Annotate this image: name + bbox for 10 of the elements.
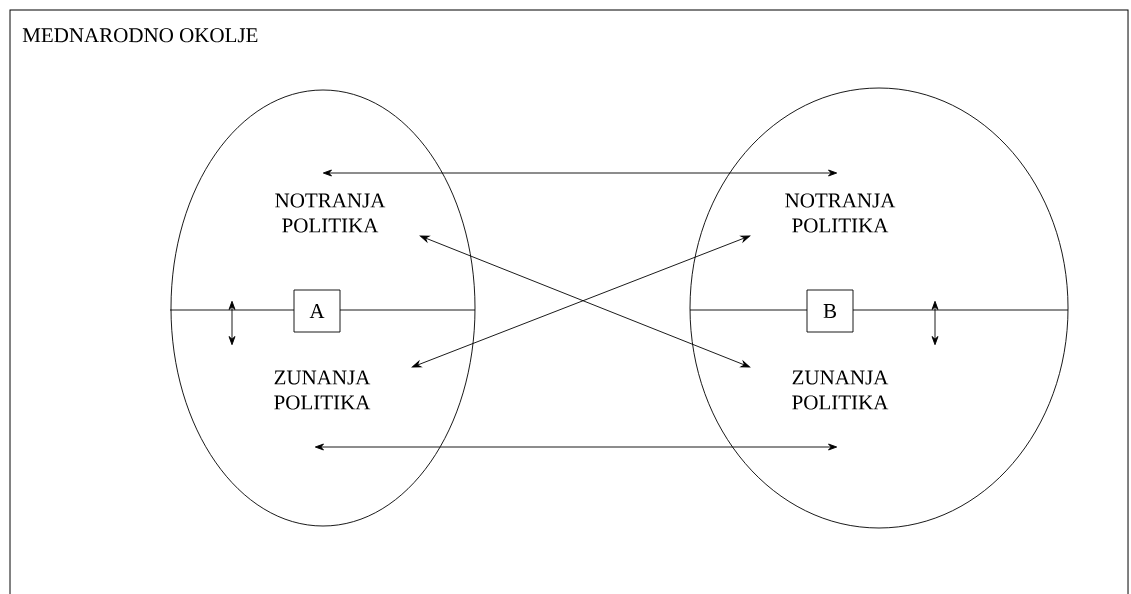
policy-label: NOTRANJA POLITIKA [785,193,896,233]
policy-label: ZUNANJA POLITIKA [274,370,371,410]
letter-box: B [806,289,854,333]
policy-label: NOTRANJA POLITIKA [275,193,386,233]
ellipse [689,87,1069,529]
letter-box: A [293,289,341,333]
policy-label: ZUNANJA POLITIKA [792,370,889,410]
arrow [322,169,838,177]
ellipse [170,89,476,527]
arrow [314,443,838,451]
